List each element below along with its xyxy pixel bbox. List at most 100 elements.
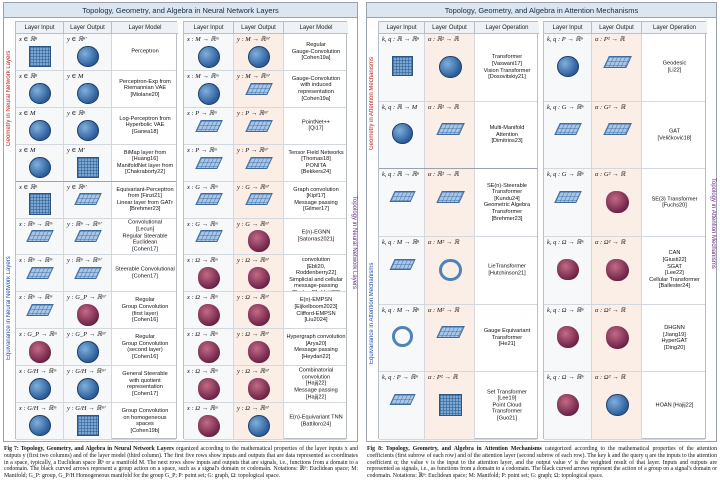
output-cell: α : P² → ℝ — [425, 372, 475, 439]
output-math-label: α : G² → ℝ — [595, 103, 626, 111]
input-cell: x : P → ℝᵐ — [184, 107, 234, 144]
output-cell: α : M² → ℝ — [425, 237, 475, 304]
model-name: E(n)-EGNN [Satorras2021] — [297, 229, 335, 243]
input-math-label: x : G → ℝᵐ — [187, 220, 218, 228]
input-math-label: x ∈ M — [19, 146, 36, 154]
model-cell: Regular Group Convolution (first layer) … — [112, 292, 178, 328]
output-cell: α : G² → ℝ — [592, 169, 642, 236]
input-math-label: x : P → ℝᵐ — [187, 146, 217, 154]
output-cell: y : M → ℝᵐ' — [234, 70, 284, 107]
column-header-model: Layer Operation — [642, 22, 707, 34]
signal-plane-icon — [245, 193, 273, 206]
manifold-globe-icon — [29, 377, 52, 400]
output-math-label: y : ℝⁿ → ℝᵐ' — [67, 257, 102, 265]
manifold-globe-icon — [248, 45, 271, 68]
model-cell: Simplicial and cellular convolution [Ebl… — [284, 255, 348, 291]
output-math-label: α : Ω² → ℝ — [595, 239, 626, 246]
input-cell: x : ℝⁿ → ℝᵐ — [16, 218, 64, 255]
input-cell: k, q : M → ℝⁿ — [379, 237, 425, 304]
model-cell: Geodesic [Li22] — [642, 34, 707, 101]
output-math-label: α : P² → ℝ — [595, 36, 625, 43]
model-cell: Regular Gauge-Convolution [Cohen19a] — [284, 34, 348, 70]
input-cell: x : ℝⁿ → ℝᵐ — [16, 292, 64, 329]
geometry-side-label: Geometry in Neural Network Layers — [6, 50, 12, 146]
column-header-input: Layer Input — [544, 22, 592, 34]
topological-space-icon — [557, 258, 580, 281]
model-name: Convolutional [Lecun] Regular Steerable … — [122, 220, 168, 253]
output-math-label: y : Ω → ℝᵐ' — [237, 257, 269, 265]
input-cell: k, q : ℝ → M — [379, 101, 425, 169]
input-cell: x : G/H → ℝᵐ — [16, 366, 64, 403]
torus-manifold-icon — [439, 258, 462, 282]
model-cell: Regular Group Convolution (second layer)… — [112, 329, 178, 365]
table-row: x : M → ℝᵐ y : M → ℝᵐ' Gauge-Convolution w… — [184, 70, 346, 108]
model-name: GAT [Veličković18] — [657, 128, 692, 141]
manifold-globe-icon — [77, 377, 100, 400]
input-math-label: k, q : M → ℝⁿ — [382, 239, 420, 246]
input-cell: x ∈ M — [16, 144, 64, 181]
input-cell: x : Ω → ℝᵐ — [184, 292, 234, 329]
manifold-globe-icon — [29, 156, 52, 179]
input-cell: x : Ω → ℝᵐ — [184, 403, 234, 439]
input-math-label: x : ℝⁿ → ℝᵐ — [19, 294, 53, 302]
input-cell: k, q : M → ℝⁿ — [379, 304, 425, 372]
output-cell: y : M → ℝᵐ' — [234, 34, 284, 70]
torus-manifold-icon — [391, 326, 413, 347]
topological-space-icon — [557, 393, 580, 416]
figure-7-caption: Fig 7: Topology, Geometry, and Algebra i… — [4, 446, 358, 480]
model-cell: SE(3) Transformer [Fuchs20] — [642, 169, 707, 236]
output-cell: α : Ω² → ℝ — [592, 372, 642, 439]
model-cell: LieTransformer [Hutchinson21] — [475, 237, 539, 304]
output-math-label: α : M² → ℝ — [428, 239, 460, 246]
input-cell: k, q : G → ℝⁿ — [544, 169, 592, 236]
model-name: Gauge-Convolution with induced represent… — [291, 75, 341, 102]
model-name: Perceptron-Exp from Riemannian VAE [Miol… — [119, 78, 171, 99]
input-cell: x : Ω → ℝᵐ — [184, 255, 234, 292]
input-math-label: k, q : M → ℝⁿ — [382, 306, 420, 314]
input-cell: x : G → ℝᵐ — [184, 181, 234, 218]
output-cell: y ∈ ℝⁿ' — [64, 34, 112, 70]
figure-7-title: Topology, Geometry, and Algebra in Neura… — [4, 3, 357, 18]
model-cell: Gauge Equivariant Transformer [He21] — [475, 305, 539, 372]
model-cell: SE(n)-Steerable Transformer [Kundu24] Ge… — [475, 169, 539, 236]
output-cell: y : G/H → ℝᵐ' — [64, 403, 112, 439]
input-math-label: k, q : Ω → ℝⁿ — [547, 239, 584, 246]
table-row: x : Ω → ℝᵐy : Ω → ℝᵐ' Simplicial and cell… — [184, 255, 348, 293]
topological-space-icon — [198, 414, 221, 438]
input-math-label: x ∈ M — [19, 109, 36, 117]
output-cell: y : Ω → ℝᵐ' — [234, 292, 284, 329]
topology-side-label: Topology in Neural Network Layers — [351, 196, 357, 290]
column-header-input: Layer Input — [379, 22, 425, 34]
input-math-label: x : G_P → ℝᵐ — [19, 331, 57, 339]
output-cell: α : M² → ℝ — [425, 304, 475, 372]
input-cell: k, q : P → ℝⁿ — [379, 372, 425, 439]
output-math-label: y : ℝⁿ → ℝᵐ' — [67, 220, 102, 228]
signal-plane-icon — [245, 156, 273, 169]
topological-space-icon — [198, 341, 221, 364]
model-name: General Steerable with quotient represen… — [122, 370, 168, 397]
input-cell: x : G → ℝᵐ — [184, 218, 234, 255]
input-cell: k, q : ℝ → ℝⁿ — [379, 169, 425, 236]
manifold-globe-icon — [557, 55, 580, 78]
signal-plane-icon — [389, 258, 416, 271]
model-name: SE(n)-Steerable Transformer [Kundu24] Ge… — [483, 182, 531, 222]
output-cell: y ∈ ℝⁿ' — [64, 181, 112, 218]
model-cell: Combinatorial convolution [Hajij22] Mess… — [284, 366, 348, 402]
manifold-globe-icon — [77, 119, 100, 142]
input-cell: k, q : Ω → ℝⁿ — [544, 304, 592, 372]
signal-plane-icon — [195, 230, 223, 243]
output-math-label: y : G → ℝᵐ' — [237, 220, 269, 228]
column-header-output: Layer Output — [592, 22, 642, 34]
input-cell: x : Ω → ℝᵐ — [184, 329, 234, 366]
euclidean-grid-icon — [77, 156, 100, 179]
model-cell: HOAN [Hajij22] — [642, 372, 707, 439]
input-math-label: x : M → ℝᵐ — [187, 72, 219, 80]
signal-plane-icon — [245, 82, 273, 95]
